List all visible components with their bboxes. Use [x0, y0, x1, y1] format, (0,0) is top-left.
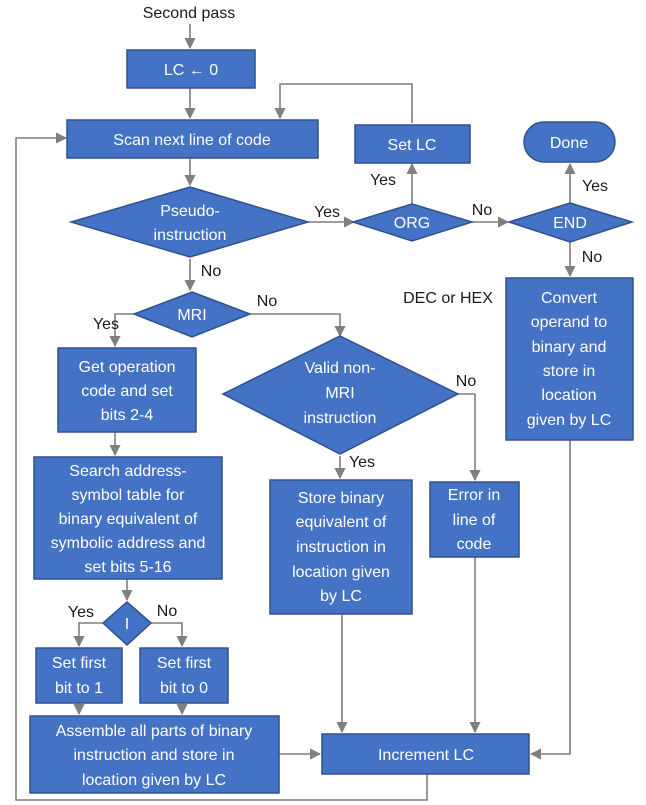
node-error-label-1: Error in — [448, 487, 500, 504]
node-mri-label: MRI — [177, 307, 206, 324]
edge-setlc-scan — [274, 83, 413, 123]
mri-no-label: No — [257, 293, 278, 310]
edge-i-set1 — [73, 622, 103, 648]
node-store: Store binary equivalent of instruction i… — [269, 479, 413, 615]
node-valid-label-1: Valid non- — [305, 360, 376, 377]
edge-mri-getop — [109, 313, 134, 348]
edges — [15, 24, 576, 801]
node-valid: Valid non- MRI instruction — [221, 335, 460, 455]
node-setlc: Set LC — [354, 124, 471, 164]
node-i: I — [101, 601, 153, 647]
node-lc0-label: LC ← 0 — [164, 62, 218, 79]
node-search: Search address- symbol table for binary … — [33, 456, 223, 580]
pseudo-no-label: No — [201, 263, 222, 280]
node-convert: Convert operand to binary and store in l… — [505, 277, 634, 441]
edge-inc-scan-loop — [15, 132, 428, 801]
node-org: ORG — [350, 203, 475, 242]
node-search-label-3: binary equivalent of — [59, 511, 198, 528]
node-store-label-3: instruction in — [296, 539, 386, 556]
org-no-label: No — [472, 202, 493, 219]
dechex-label: DEC or HEX — [403, 290, 493, 307]
node-error: Error in line of code — [429, 481, 520, 558]
node-getop-label-2: code and set — [81, 383, 173, 400]
node-assemble-label-3: location given by LC — [82, 772, 226, 789]
node-convert-label-3: binary and — [532, 339, 607, 356]
node-store-label-1: Store binary — [298, 490, 384, 507]
node-end: END — [506, 202, 635, 243]
node-assemble-label-2: instruction and store in — [74, 747, 235, 764]
node-search-label-4: symbolic address and — [51, 535, 206, 552]
edge-convert-inc — [529, 440, 571, 760]
node-set1: Set first bit to 1 — [35, 647, 123, 704]
valid-no-label: No — [456, 373, 477, 390]
node-convert-label-4: store in — [543, 363, 595, 380]
node-i-label: I — [125, 616, 129, 633]
edge-i-set0 — [151, 622, 188, 648]
node-scan: Scan next line of code — [66, 119, 319, 159]
node-search-label-2: symbol table for — [72, 487, 186, 504]
node-getop-label-3: bits 2-4 — [101, 407, 154, 424]
valid-yes-label: Yes — [349, 454, 375, 471]
pseudo-yes-label: Yes — [314, 204, 340, 221]
node-store-label-4: location given — [292, 564, 390, 581]
node-assemble-label-1: Assemble all parts of binary — [56, 723, 253, 740]
node-end-label: END — [553, 215, 587, 232]
node-inc-label: Increment LC — [378, 747, 474, 764]
node-search-label-5: set bits 5-16 — [84, 559, 171, 576]
node-valid-label-2: MRI — [325, 385, 354, 402]
node-error-label-2: line of — [453, 512, 496, 529]
node-search-label-1: Search address- — [69, 463, 186, 480]
node-pseudo: Pseudo- instruction — [68, 186, 311, 258]
node-store-label-2: equivalent of — [296, 514, 387, 531]
node-pseudo-label-1: Pseudo- — [160, 203, 220, 220]
node-store-label-5: by LC — [320, 588, 362, 605]
edge-valid-error — [458, 393, 481, 482]
i-yes-label: Yes — [68, 604, 94, 621]
mri-yes-label: Yes — [93, 316, 119, 333]
node-convert-label-5: location — [541, 387, 596, 404]
edge-labels: Yes No Yes No Yes No Yes No Yes No Yes N… — [68, 172, 608, 621]
node-convert-label-1: Convert — [541, 290, 598, 307]
node-valid-label-3: instruction — [304, 410, 377, 427]
end-yes-label: Yes — [582, 178, 608, 195]
node-scan-label: Scan next line of code — [113, 132, 271, 149]
node-convert-label-2: operand to — [531, 314, 608, 331]
node-set0: Set first bit to 0 — [139, 647, 229, 704]
node-error-label-3: code — [457, 536, 492, 553]
node-done: Done — [523, 121, 616, 163]
node-set1-label-1: Set first — [52, 655, 107, 672]
org-yes-label: Yes — [370, 172, 396, 189]
node-done-label: Done — [550, 135, 588, 152]
node-set1-label-2: bit to 1 — [55, 680, 103, 697]
node-getop: Get operation code and set bits 2-4 — [57, 347, 197, 433]
i-no-label: No — [157, 603, 178, 620]
title-label: Second pass — [143, 5, 236, 22]
node-org-label: ORG — [394, 215, 430, 232]
node-set0-label-2: bit to 0 — [160, 680, 208, 697]
node-lc0: LC ← 0 — [126, 49, 256, 89]
node-inc: Increment LC — [321, 733, 530, 775]
node-set0-label-1: Set first — [157, 655, 212, 672]
node-getop-label-1: Get operation — [79, 359, 176, 376]
end-no-label: No — [582, 249, 603, 266]
node-setlc-label: Set LC — [388, 137, 437, 154]
node-pseudo-label-2: instruction — [154, 227, 227, 244]
node-convert-label-6: given by LC — [527, 412, 612, 429]
edge-mri-valid — [250, 313, 346, 338]
node-mri: MRI — [131, 291, 253, 338]
node-assemble: Assemble all parts of binary instruction… — [29, 715, 280, 794]
